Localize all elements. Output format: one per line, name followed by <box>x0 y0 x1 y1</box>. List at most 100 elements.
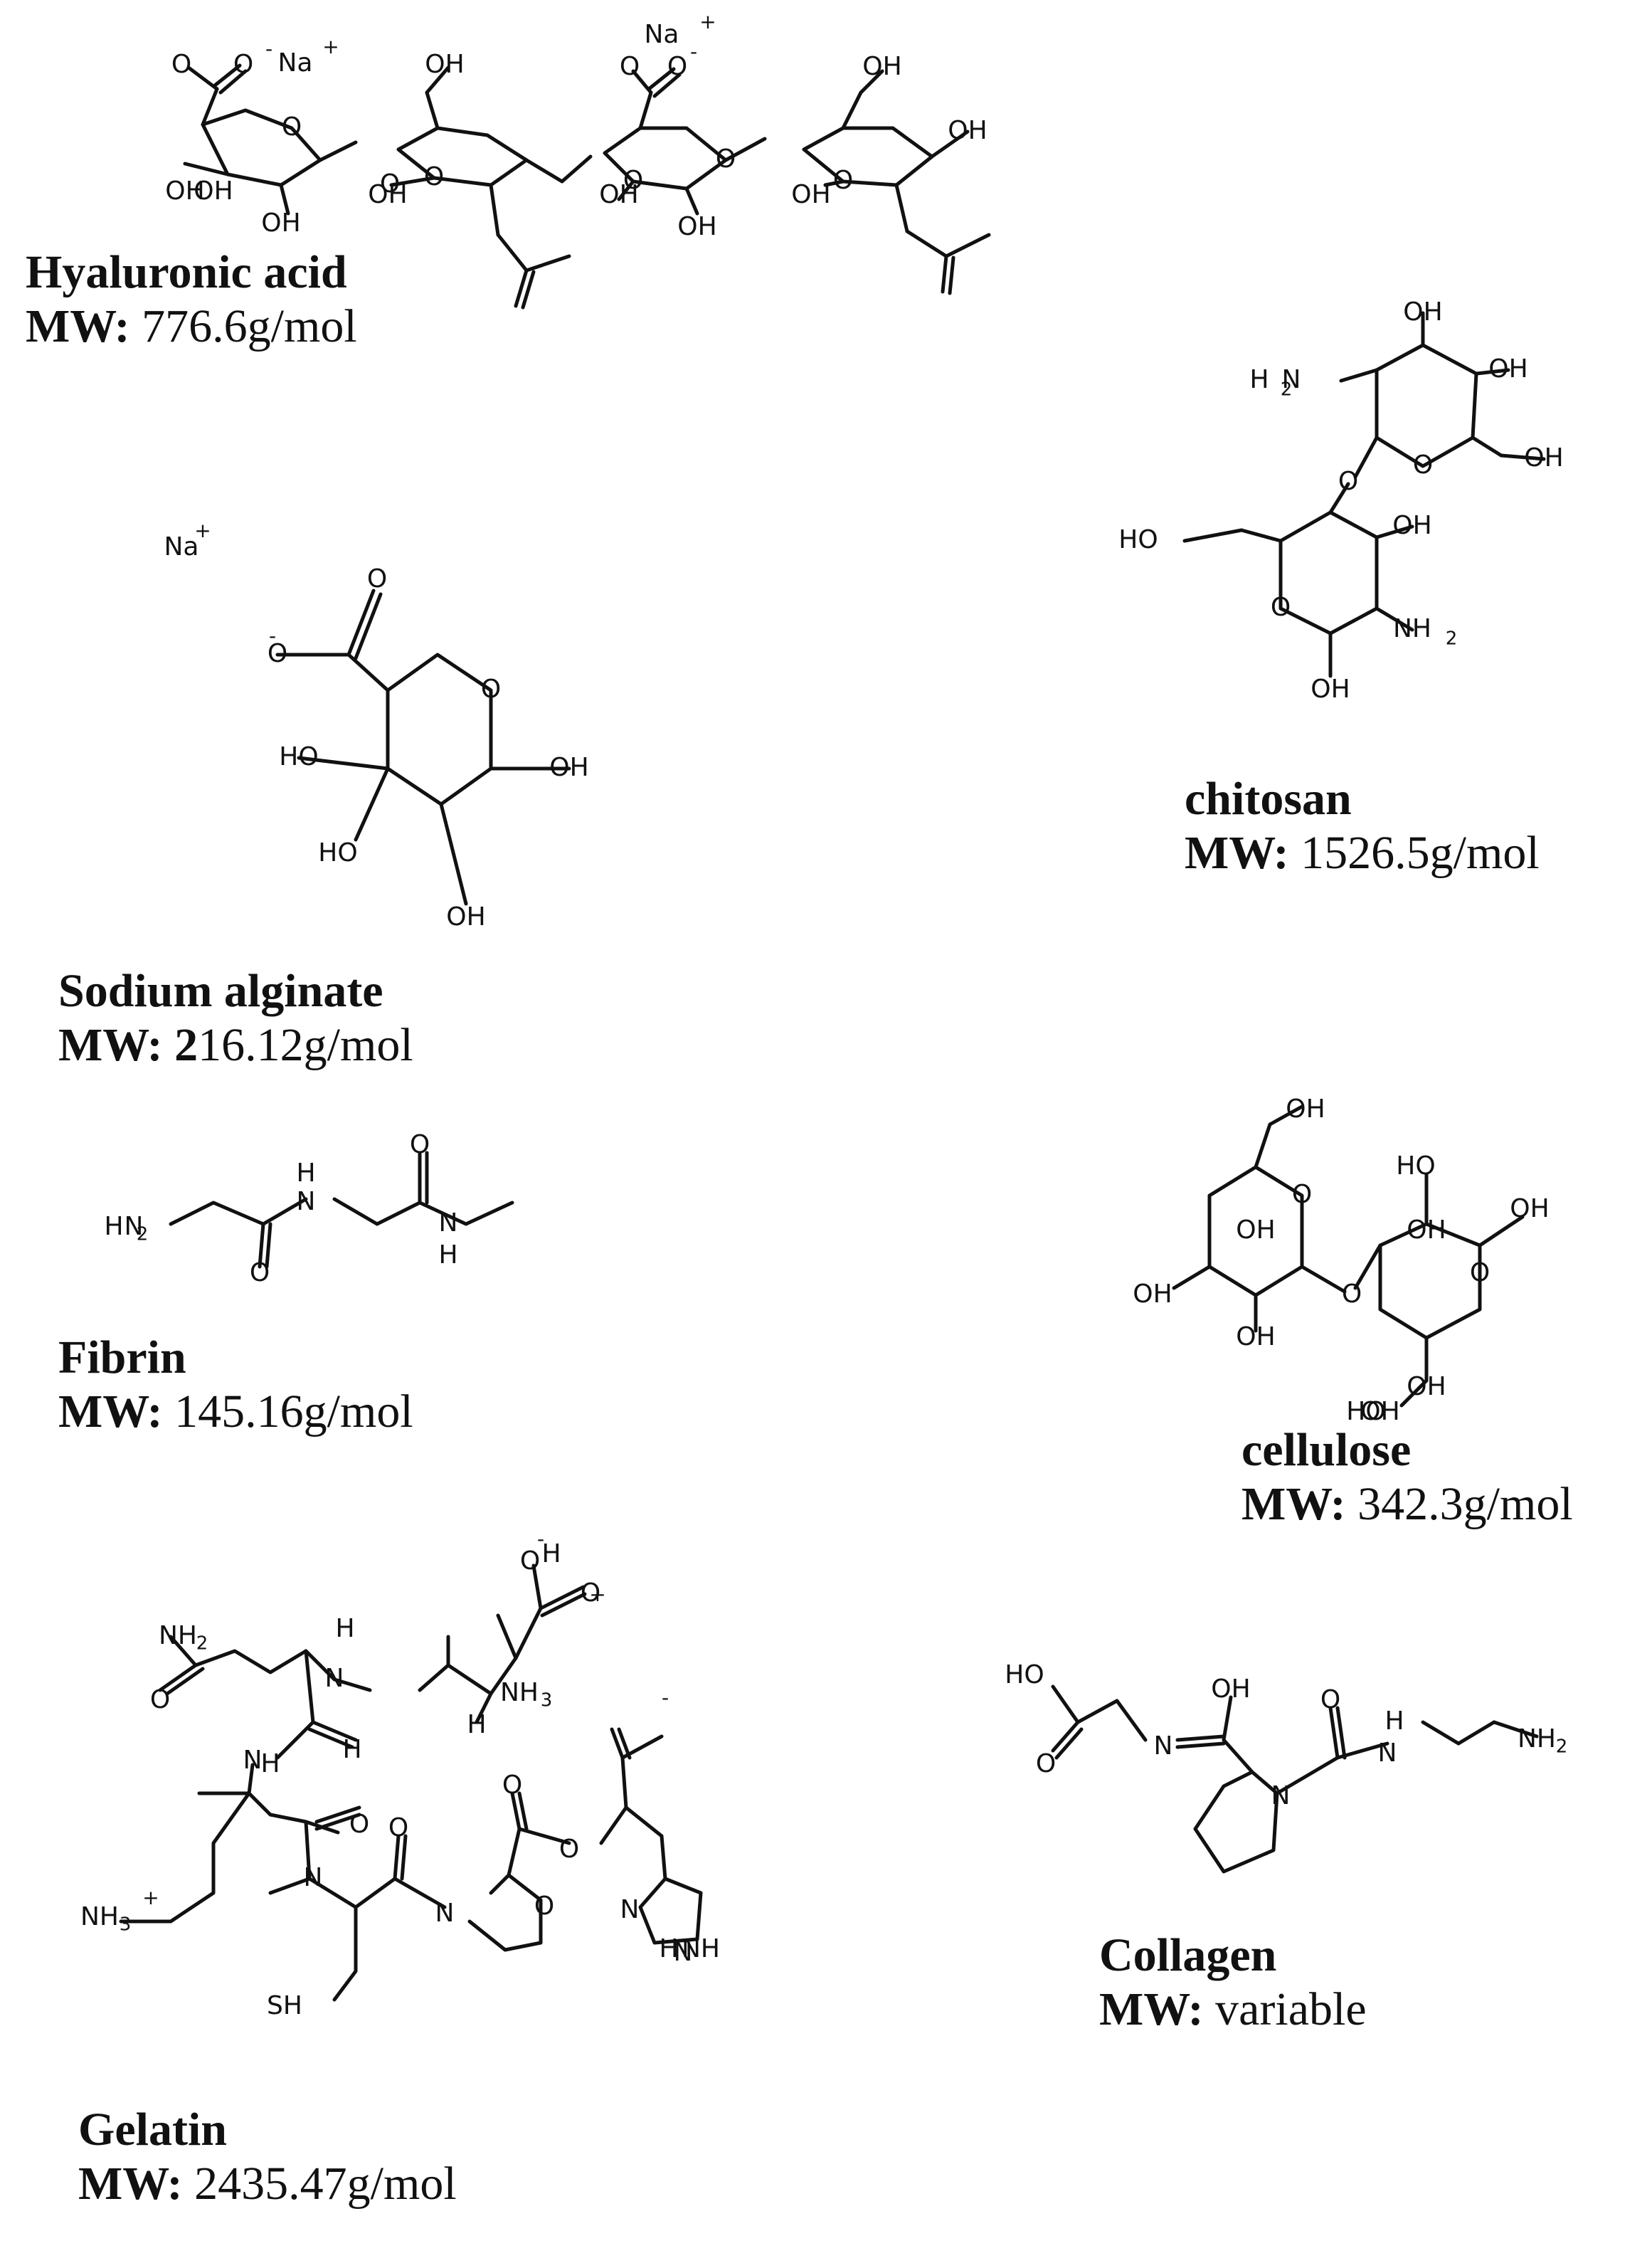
sodium-alginate-atom-label: HO <box>279 742 318 771</box>
chitosan-atom-label: HO <box>1118 525 1158 554</box>
hyaluronic-acid-atom-label: OH <box>791 180 830 209</box>
mw-label: MW: <box>1241 1477 1346 1530</box>
molecule-name: Gelatin <box>78 2104 227 2156</box>
mw-value: 776.6g/mol <box>142 300 357 352</box>
chitosan-atom-label: OH <box>1403 297 1442 327</box>
caption-cellulose: cellulose MW: 342.3g/mol <box>1241 1423 1573 1531</box>
fibrin-atom-label: H <box>438 1240 457 1270</box>
gelatin-atom-label: H <box>260 1749 280 1778</box>
mw-value: 16.12g/mol <box>198 1018 413 1071</box>
gelatin-atom-label: N <box>620 1895 640 1924</box>
structure-drawings <box>119 63 1546 2002</box>
hyaluronic-acid-atom-label: O <box>623 166 643 195</box>
gelatin-atom-label: NH <box>500 1678 539 1707</box>
collagen-atom-label: OH <box>1211 1674 1250 1704</box>
caption-hyaluronic-acid: Hyaluronic acid MW: 776.6g/mol <box>26 246 357 354</box>
gelatin-atom-label: O <box>150 1685 170 1714</box>
gelatin-structure <box>119 1563 703 2002</box>
collagen-atom-label: N <box>1154 1731 1173 1761</box>
hyaluronic-acid-atom-label: O <box>620 52 640 81</box>
fibrin-atom-label: O <box>410 1130 430 1159</box>
hyaluronic-acid-atom-label: OH <box>261 209 300 238</box>
mw-value: 2435.47g/mol <box>194 2157 457 2210</box>
hyaluronic-acid-structure <box>183 63 991 310</box>
mw-value: 342.3g/mol <box>1357 1477 1573 1530</box>
collagen-atom-label: 2 <box>1556 1736 1568 1758</box>
sodium-alginate-structure <box>275 589 571 906</box>
chitosan-atom-label: H <box>1249 365 1269 394</box>
gelatin-atom-label: H <box>659 1934 678 1963</box>
gelatin-atom-label: H <box>335 1614 354 1643</box>
mw-label: MW: <box>1185 826 1289 879</box>
cellulose-atom-label: OH <box>1360 1397 1399 1426</box>
caption-chitosan: chitosan MW: 1526.5g/mol <box>1185 772 1540 880</box>
fibrin-atom-label: O <box>250 1258 270 1287</box>
mw-label: MW: <box>26 300 130 352</box>
sodium-alginate-charge-label: + <box>194 519 211 542</box>
mw-label: MW: <box>58 1018 163 1071</box>
gelatin-atom-label: N <box>243 1746 263 1775</box>
hyaluronic-acid-charge-label: - <box>265 37 272 60</box>
hyaluronic-acid-atom-label: OH <box>425 50 464 79</box>
hyaluronic-acid-atom-label: O <box>282 112 302 142</box>
mw-value: 145.16g/mol <box>174 1385 413 1438</box>
molecule-name: Collagen <box>1099 1929 1277 1981</box>
hyaluronic-acid-atom-label: O <box>716 144 736 174</box>
hyaluronic-acid-atom-label: OH <box>194 176 233 206</box>
cellulose-atom-label: OH <box>1407 1215 1446 1245</box>
gelatin-atom-label: NH <box>159 1621 197 1650</box>
gelatin-atom-label: O <box>534 1892 554 1921</box>
cellulose-atom-label: OH <box>1407 1372 1446 1401</box>
gelatin-atom-label: 3 <box>541 1690 553 1711</box>
hyaluronic-acid-atom-label: OH <box>862 52 901 81</box>
chitosan-atom-label: OH <box>1311 675 1350 704</box>
caption-sodium-alginate: Sodium alginate MW: 216.12g/mol <box>58 964 413 1072</box>
gelatin-charge-label: - <box>662 1686 669 1709</box>
mw-label: MW: <box>78 2157 183 2210</box>
gelatin-atom-label: 3 <box>120 1914 132 1936</box>
fibrin-atom-label: N <box>125 1212 144 1241</box>
gelatin-atom-label: N <box>435 1899 455 1928</box>
cellulose-atom-label: OH <box>1236 1215 1275 1245</box>
mw-value: variable <box>1215 1983 1367 2035</box>
cellulose-atom-label: HO <box>1346 1397 1385 1426</box>
fibrin-atom-label: H <box>296 1159 315 1188</box>
caption-gelatin: Gelatin MW: 2435.47g/mol <box>78 2103 457 2211</box>
chitosan-atom-label: O <box>1338 467 1358 496</box>
molecule-name: Sodium alginate <box>58 965 383 1017</box>
hyaluronic-acid-atom-label: O <box>380 169 400 199</box>
chitosan-atom-label: O <box>1271 593 1291 622</box>
gelatin-atom-label: H <box>541 1539 561 1568</box>
gelatin-atom-label: H <box>467 1710 486 1739</box>
chitosan-atom-label: OH <box>1524 443 1563 473</box>
chitosan-atom-label: OH <box>1392 511 1431 540</box>
hyaluronic-acid-atom-label: O <box>833 166 853 195</box>
gelatin-atom-label: NH <box>80 1902 119 1931</box>
hyaluronic-acid-atom-label: OH <box>165 176 204 206</box>
sodium-alginate-atom-label: O <box>268 639 287 668</box>
sodium-alginate-charge-label: - <box>269 624 276 648</box>
molecule-name: cellulose <box>1241 1424 1412 1476</box>
hyaluronic-acid-charge-label: + <box>322 35 339 58</box>
chitosan-atom-label: 2 <box>1446 628 1458 650</box>
chitosan-atom-label: NH <box>1393 614 1431 643</box>
hyaluronic-acid-atom-label: O <box>667 52 687 81</box>
molecule-name: Hyaluronic acid <box>26 246 347 298</box>
cellulose-atom-label: OH <box>1133 1280 1172 1309</box>
fibrin-atom-label: N <box>297 1187 316 1216</box>
hyaluronic-acid-atom-label: OH <box>368 180 407 209</box>
gelatin-atom-label: O <box>349 1810 369 1839</box>
gelatin-charge-label: + <box>589 1583 605 1606</box>
collagen-atom-label: HO <box>1005 1660 1044 1689</box>
fibrin-atom-label: N <box>439 1208 458 1238</box>
mw-value-bold-part: 2 <box>174 1018 198 1071</box>
collagen-atom-label: N <box>1378 1739 1397 1768</box>
sodium-alginate-atom-label: OH <box>446 902 485 932</box>
cellulose-atom-label: OH <box>1236 1322 1275 1351</box>
gelatin-atom-label: 2 <box>196 1633 208 1655</box>
collagen-atom-label: N <box>1271 1781 1291 1810</box>
hyaluronic-acid-atom-label: OH <box>948 116 987 145</box>
cellulose-atom-label: OH <box>1286 1094 1325 1124</box>
caption-fibrin: Fibrin MW: 145.16g/mol <box>58 1331 413 1439</box>
